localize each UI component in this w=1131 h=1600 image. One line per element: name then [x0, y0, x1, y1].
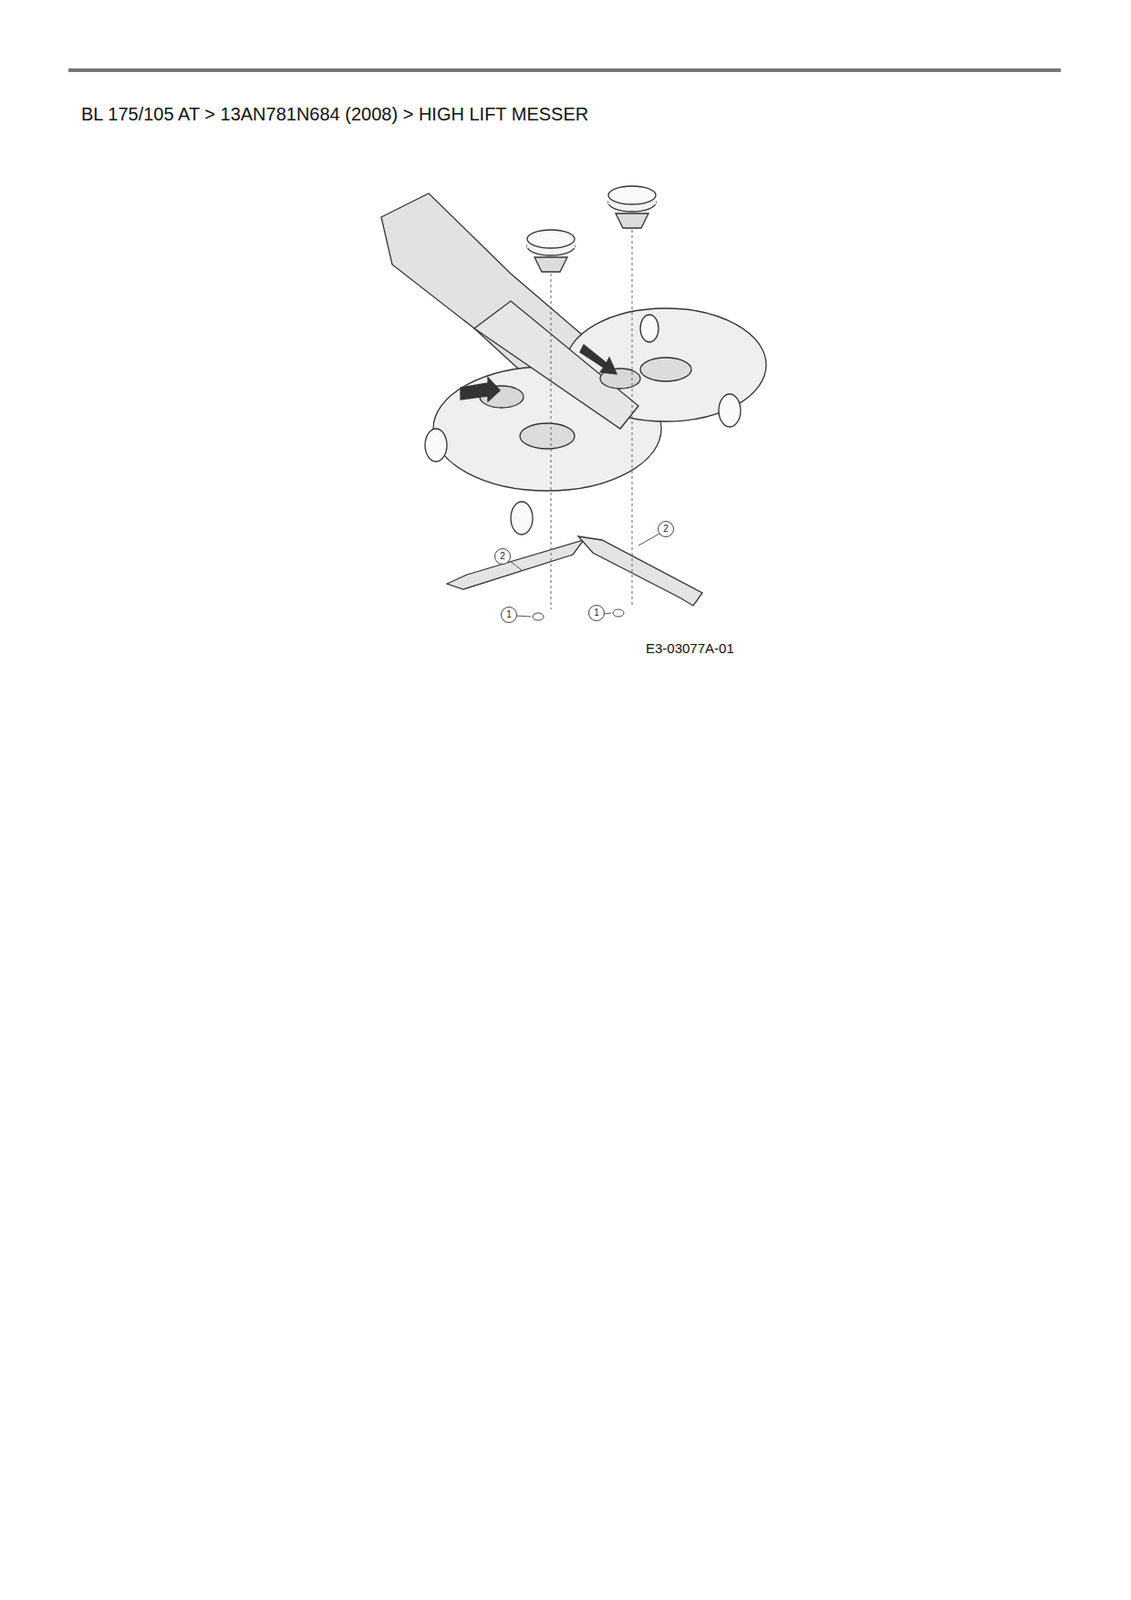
- page-title: BL 175/105 AT > 13AN781N684 (2008) > HIG…: [81, 103, 589, 125]
- callout-number: 1: [593, 608, 600, 618]
- callout-circle: 1: [500, 606, 518, 623]
- callout-circle: 1: [588, 604, 605, 622]
- callout-number: 2: [499, 551, 506, 561]
- axis-lines: [550, 229, 633, 610]
- mower-deck: [381, 186, 767, 606]
- callout-circle: 2: [494, 548, 511, 565]
- callout-number: 1: [506, 610, 512, 620]
- callout-number: 2: [663, 524, 669, 534]
- blade-nuts: [532, 609, 624, 621]
- leader-lines: [509, 533, 660, 617]
- drawing-number: E3-03077A-01: [645, 640, 735, 656]
- callout-circle: 2: [657, 520, 675, 538]
- header-rule: [68, 68, 1061, 73]
